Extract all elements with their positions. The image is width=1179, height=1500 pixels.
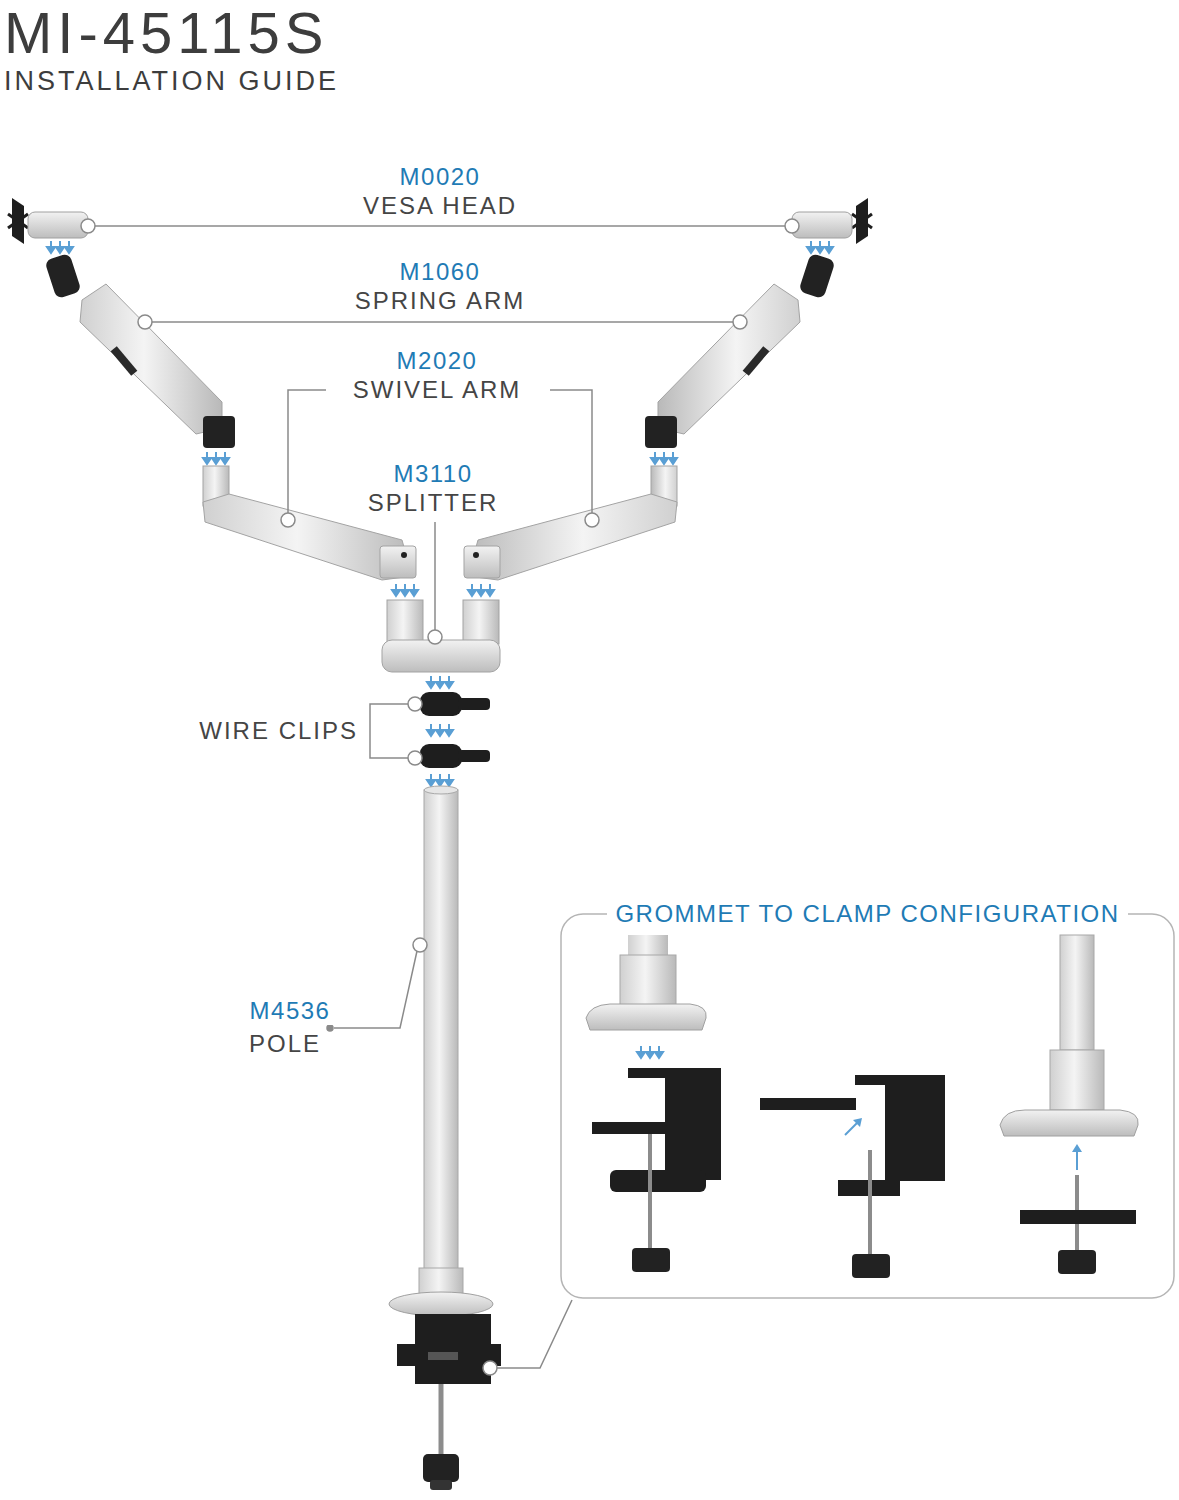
panel-outline [560,880,1175,1300]
part-number: M2020 [393,347,482,375]
part-name: SPRING ARM [351,287,530,315]
part-number: M1060 [396,258,485,286]
leader-dots [81,219,799,1375]
part-number: M3110 [389,460,476,488]
panel-heading: GROMMET TO CLAMP CONFIGURATION [607,900,1127,928]
wire-clip-parts [420,692,490,786]
part-number: M0020 [396,163,485,191]
part-number: M4536 [246,997,335,1025]
part-name: SPLITTER [364,489,503,517]
splitter-part [382,584,500,688]
page-subtitle: INSTALLATION GUIDE [4,66,339,97]
page-title: MI-45115S [4,4,328,62]
part-name: POLE [245,1030,325,1058]
grommet-to-clamp-steps [586,935,1138,1278]
leader-lines [95,226,785,1368]
part-name: VESA HEAD [359,192,521,220]
desk-clamp [397,1314,501,1490]
pole-part [389,786,493,1316]
config-panel: GROMMET TO CLAMP CONFIGURATION [560,880,1175,1300]
part-name: SWIVEL ARM [349,376,525,404]
part-name: WIRE CLIPS [195,717,362,745]
